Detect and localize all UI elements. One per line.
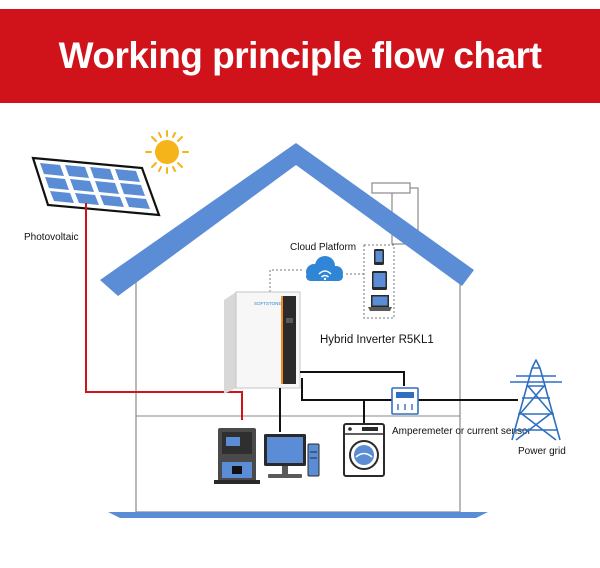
devices-dashed-box — [363, 244, 395, 319]
hybrid-inverter-label: Hybrid Inverter R5KL1 — [320, 334, 434, 346]
solar-panel-icon — [31, 156, 161, 217]
ac-line-main — [301, 378, 392, 401]
dc-line — [85, 203, 243, 420]
washing-machine-icon — [343, 423, 385, 477]
chimney-cap — [371, 182, 411, 194]
photovoltaic-label: Photovoltaic — [24, 232, 78, 243]
cloud-dashed-link — [269, 269, 366, 296]
page-title: Working principle flow chart — [58, 35, 542, 76]
power-grid-label: Power grid — [518, 446, 566, 457]
tablet-icon — [372, 271, 387, 290]
inverter-brand: SOFTSTONE — [254, 301, 281, 306]
ground — [108, 512, 488, 518]
sun-icon — [145, 130, 189, 174]
power-tower-icon — [510, 359, 562, 441]
computer-icon — [264, 434, 320, 478]
title-banner: Working principle flow chart — [0, 9, 600, 103]
battery-icon — [214, 428, 260, 484]
roof — [100, 143, 474, 296]
phone-icon — [374, 249, 384, 265]
cloud-platform-label: Cloud Platform — [290, 242, 356, 253]
cloud-wifi-icon — [306, 256, 343, 281]
inverter-icon: SOFTSTONE — [224, 291, 301, 394]
laptop-icon — [368, 295, 392, 311]
amperemeter-label: Amperemeter or current sensor — [392, 426, 532, 437]
meter-icon — [391, 387, 419, 415]
ac-line-to-meter — [300, 371, 405, 386]
